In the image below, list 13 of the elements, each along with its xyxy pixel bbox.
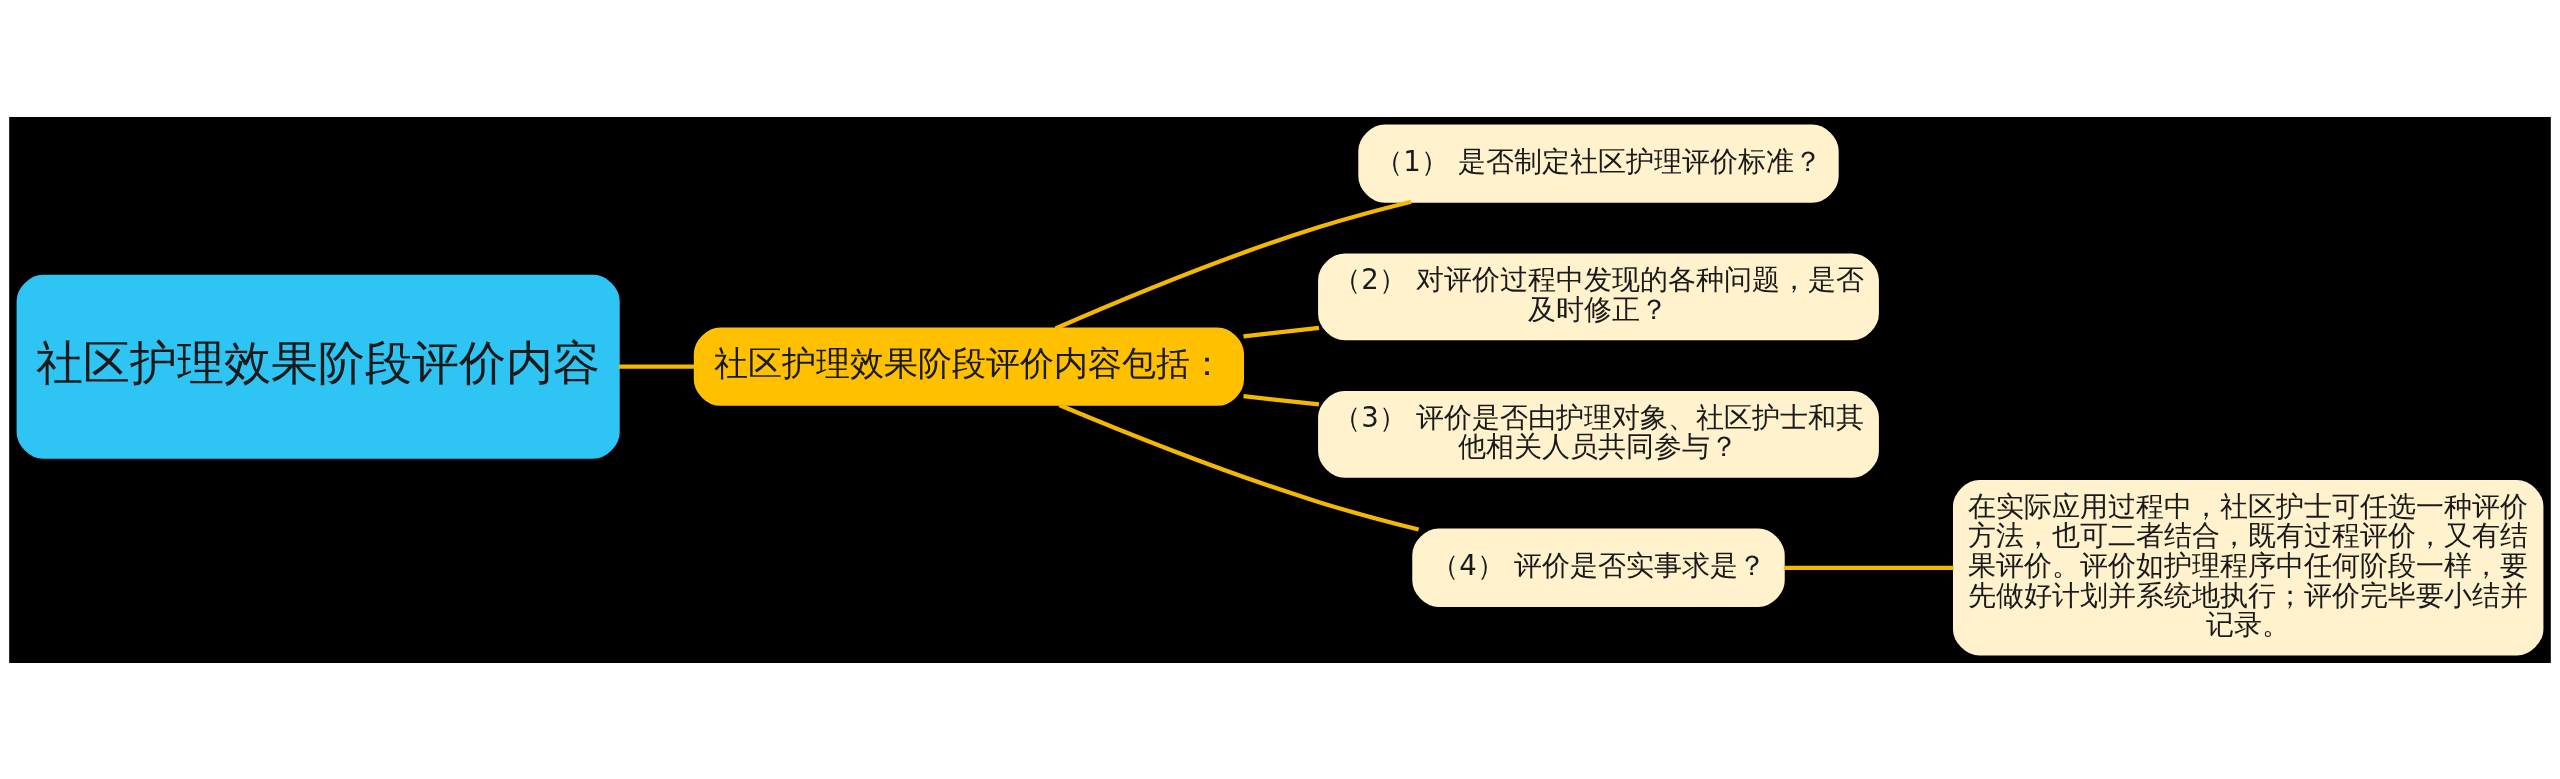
node-box: （2） 对评价过程中发现的各种问题，是否及时修正？: [1318, 253, 1879, 340]
connector: [1783, 565, 1954, 570]
node-box: 社区护理效果阶段评价内容: [16, 274, 620, 459]
node-box: （4） 评价是否实事求是？: [1412, 528, 1785, 607]
connector: [1054, 199, 1412, 330]
node-box: 在实际应用过程中，社区护士可任选一种评价方法，也可二者结合，既有过程评价，又有结果评价。评价如护理程序中任何阶段一样，要先做好计划并系统地执行；评价完毕要小结并记录。: [1952, 479, 2544, 656]
node-box: （1） 是否制定社区护理评价标准？: [1358, 123, 1839, 203]
connector: [1243, 393, 1320, 406]
connector: [1058, 402, 1420, 532]
connector: [618, 364, 695, 369]
node-box: （3） 评价是否由护理对象、社区护士和其他相关人员共同参与？: [1318, 390, 1879, 478]
node-box: 社区护理效果阶段评价内容包括：: [693, 327, 1245, 406]
connector: [1243, 325, 1320, 338]
